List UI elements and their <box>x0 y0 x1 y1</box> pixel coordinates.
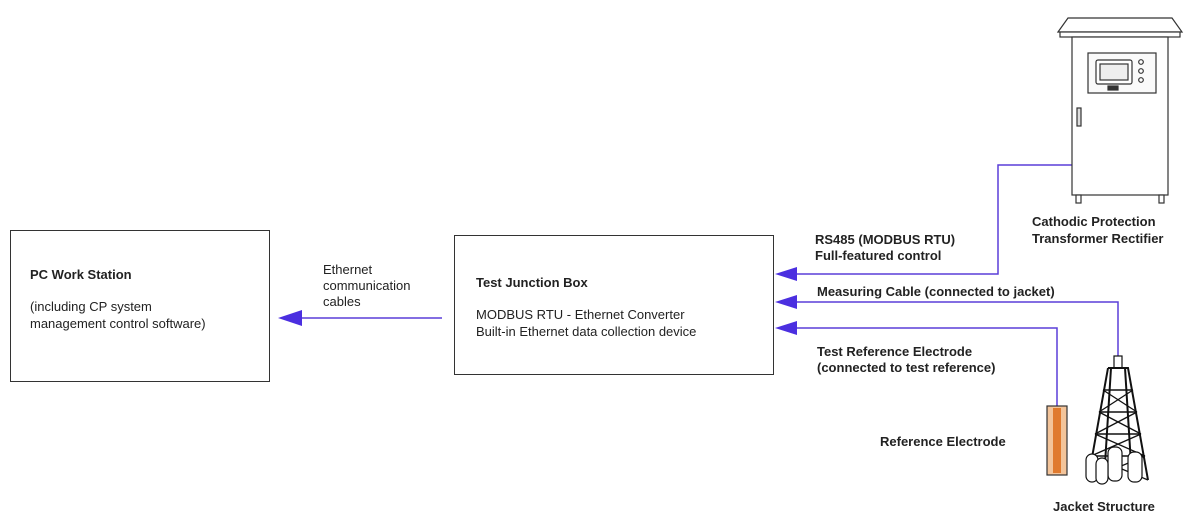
rs485-label-line1: RS485 (MODBUS RTU) <box>815 232 956 247</box>
jacket-structure-label: Jacket Structure <box>1053 499 1155 514</box>
reference-cable-arrowhead <box>775 321 797 335</box>
ethernet-arrowhead <box>278 310 302 326</box>
reference-cable-label-line2: (connected to test reference) <box>817 360 996 375</box>
junction-box-desc-line1: MODBUS RTU - Ethernet Converter <box>476 307 685 322</box>
rectifier-label-line2: Transformer Rectifier <box>1032 231 1164 246</box>
reference-electrode-label: Reference Electrode <box>880 434 1006 449</box>
measuring-cable-arrowhead <box>775 295 797 309</box>
measuring-cable-label: Measuring Cable (connected to jacket) <box>817 284 1055 299</box>
rs485-arrowhead <box>775 267 797 281</box>
pc-workstation-title: PC Work Station <box>30 267 132 282</box>
reference-cable <box>790 327 1058 406</box>
junction-box <box>454 235 774 375</box>
measuring-cable <box>790 301 1119 358</box>
pc-workstation-desc-line1: (including CP system <box>30 299 152 314</box>
junction-box-desc-line2: Built-in Ethernet data collection device <box>476 324 697 339</box>
rectifier-label-line1: Cathodic Protection <box>1032 214 1156 229</box>
rectifier-cabinet-icon <box>1056 17 1184 204</box>
junction-box-title: Test Junction Box <box>476 275 588 290</box>
rs485-cable <box>790 164 1072 275</box>
pc-workstation-box <box>10 230 270 382</box>
reference-electrode-icon <box>1046 405 1068 476</box>
pc-workstation-desc-line2: management control software) <box>30 316 206 331</box>
reference-cable-label-line1: Test Reference Electrode <box>817 344 973 359</box>
ethernet-label-line1: Ethernet <box>323 262 373 277</box>
ethernet-label-line3: cables <box>323 294 361 309</box>
rs485-label-line2: Full-featured control <box>815 248 942 263</box>
jacket-structure-icon <box>1085 355 1149 485</box>
ethernet-label-line2: communication <box>323 278 411 293</box>
